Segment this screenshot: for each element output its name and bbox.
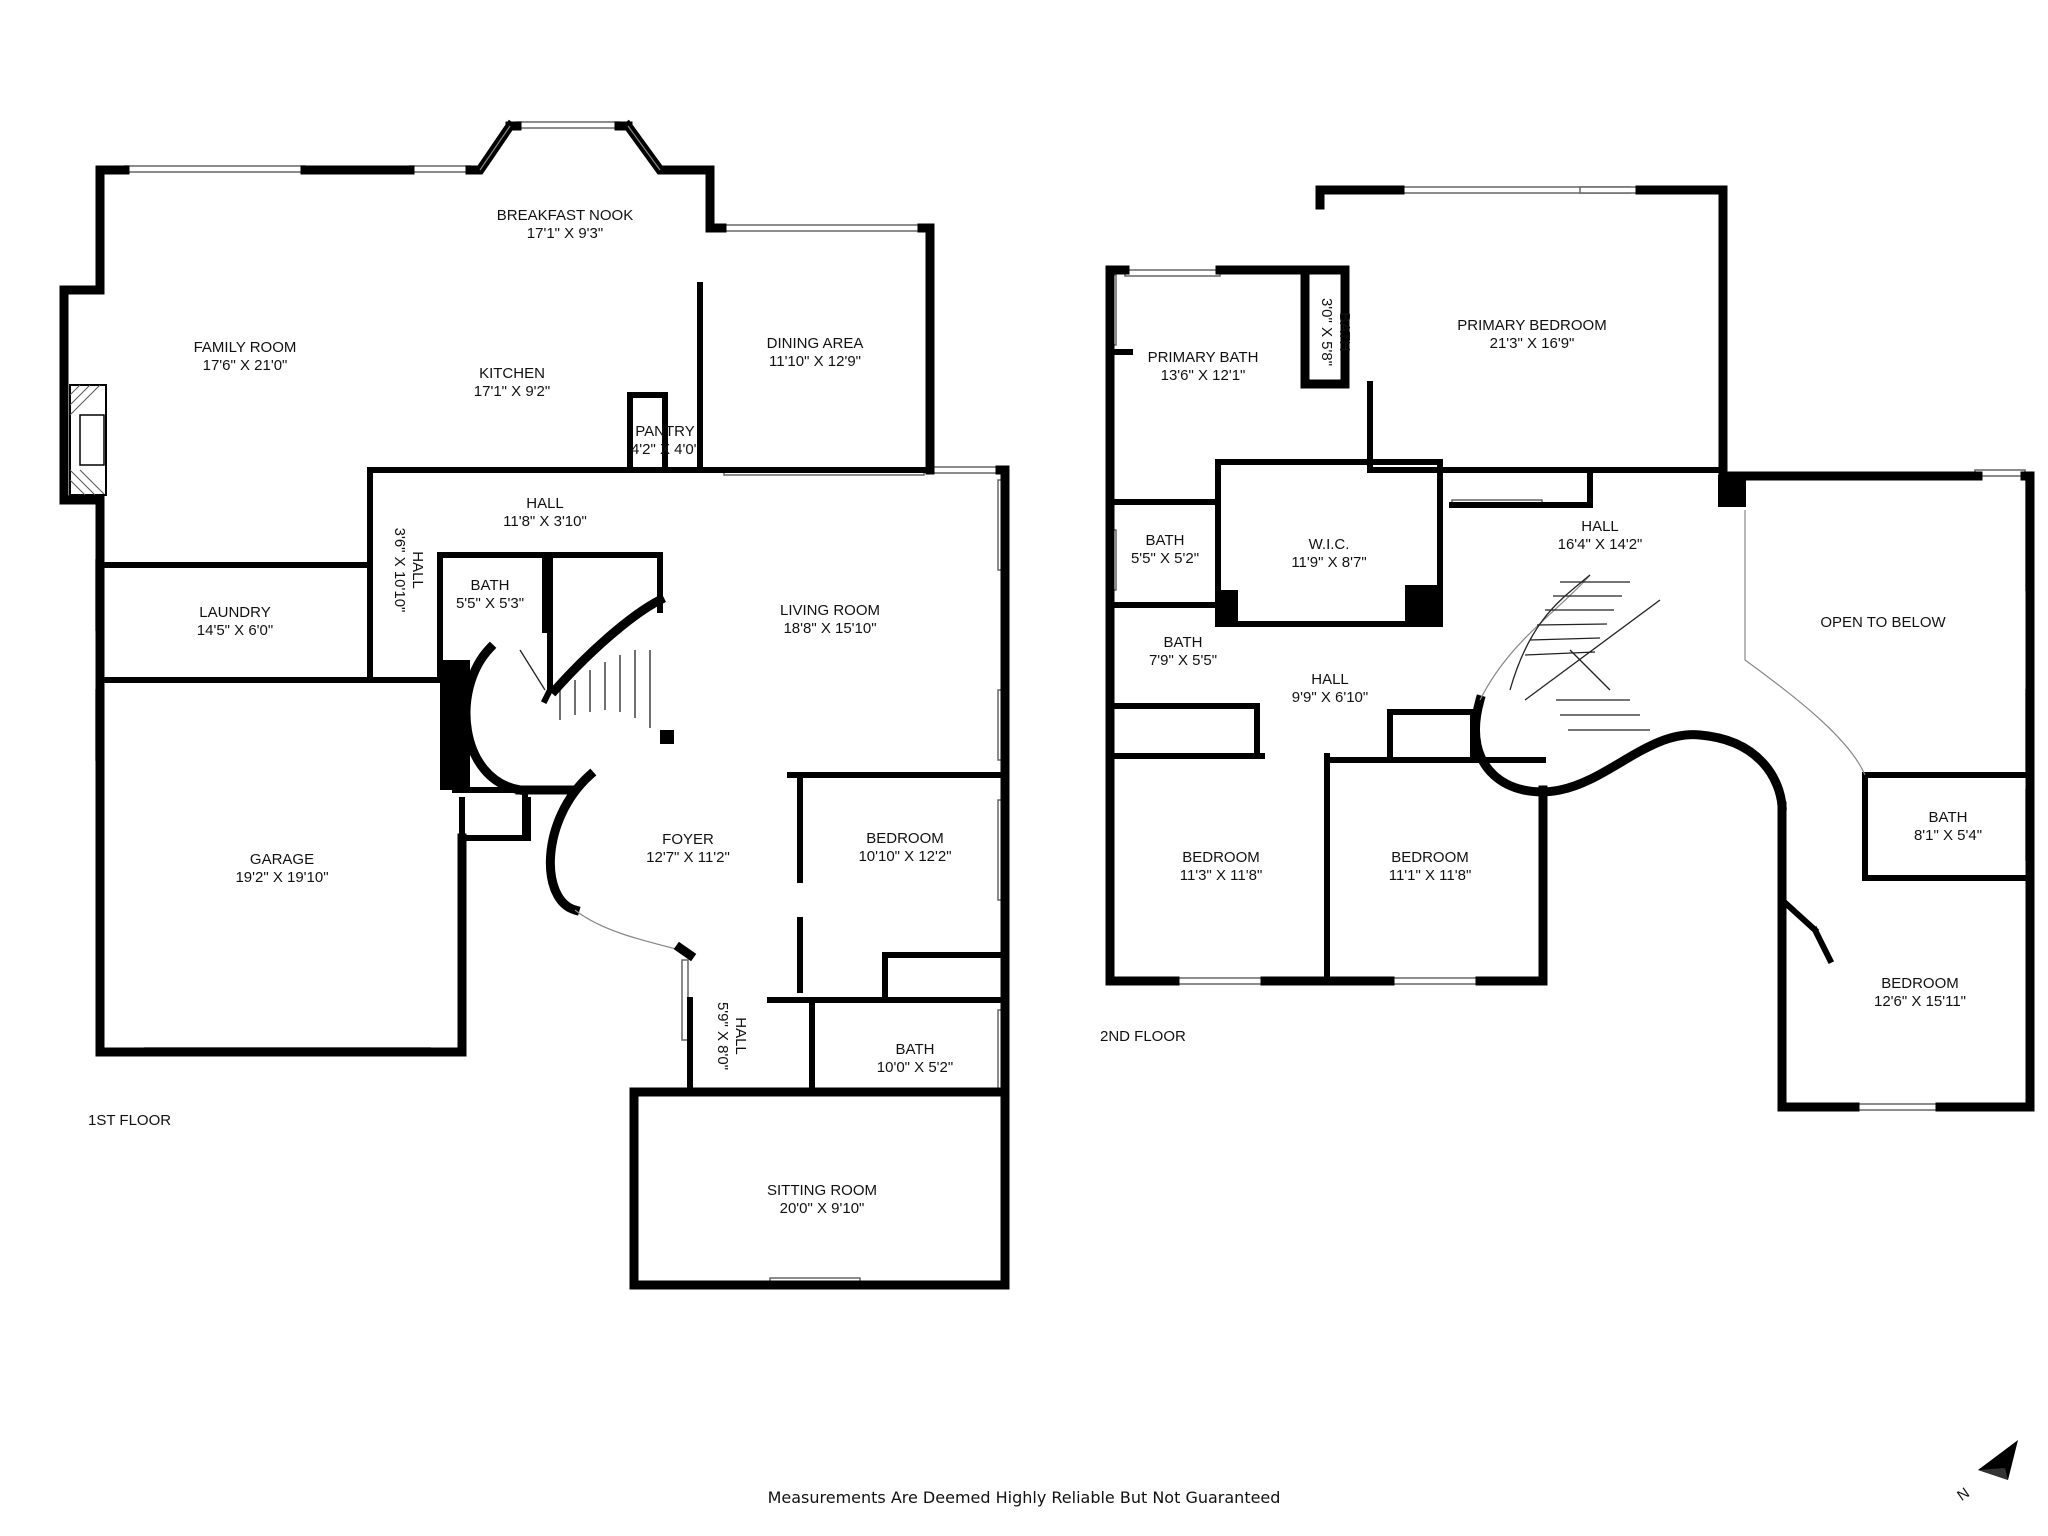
disclaimer: Measurements Are Deemed Highly Reliable … — [768, 1488, 1281, 1507]
room-hall-upper-2-name: HALL — [1581, 518, 1619, 535]
room-laundry-name: LAUNDRY — [199, 604, 270, 621]
room-hall-upper-2-dims: 16'4" X 14'2" — [1558, 536, 1643, 553]
room-hall-lower-dims: 5'9" X 8'0" — [714, 1002, 731, 1070]
room-primary-bath-name: PRIMARY BATH — [1148, 349, 1259, 366]
room-kitchen-name: KITCHEN — [479, 365, 545, 382]
room-bedroom-1-dims: 10'10" X 12'2" — [858, 848, 951, 865]
room-family-room-name: FAMILY ROOM — [194, 339, 297, 356]
room-garage-name: GARAGE — [250, 851, 314, 868]
room-hall-lower-2-dims: 9'9" X 6'10" — [1292, 689, 1368, 706]
room-bath-1-dims: 5'5" X 5'3" — [456, 595, 524, 612]
room-breakfast-nook-name: BREAKFAST NOOK — [497, 207, 633, 224]
room-pantry-dims: 4'2" X 4'0" — [631, 441, 699, 458]
room-hall-upper-name: HALL — [526, 495, 564, 512]
room-bedroom-1-name: BEDROOM — [866, 830, 944, 847]
room-dining-area-dims: 11'10" X 12'9" — [769, 353, 861, 370]
room-sitting-room-name: SITTING ROOM — [767, 1182, 877, 1199]
second-floor: BATH 3'0" X 5'8" PRIMARY BEDROOM 21'3" X… — [1100, 185, 2035, 1112]
room-family-room-dims: 17'6" X 21'0" — [203, 357, 288, 374]
room-foyer-dims: 12'7" X 11'2" — [646, 849, 730, 866]
room-bedroom-4-name: BEDROOM — [1881, 975, 1959, 992]
room-laundry-dims: 14'5" X 6'0" — [197, 622, 273, 639]
room-kitchen-dims: 17'1" X 9'2" — [474, 383, 550, 400]
room-bath-3-dims: 5'5" X 5'2" — [1131, 550, 1199, 567]
room-bath-1-name: BATH — [471, 577, 510, 594]
room-bath-4-dims: 7'9" X 5'5" — [1149, 652, 1217, 669]
room-sitting-room-dims: 20'0" X 9'10" — [780, 1200, 865, 1217]
room-bath-2-dims: 10'0" X 5'2" — [877, 1059, 953, 1076]
room-garage-dims: 19'2" X 19'10" — [235, 869, 328, 886]
room-foyer-name: FOYER — [662, 831, 714, 848]
room-wic-name: W.I.C. — [1309, 536, 1350, 553]
room-bedroom-2-name: BEDROOM — [1182, 849, 1260, 866]
second-floor-label: 2ND FLOOR — [1100, 1028, 1186, 1045]
room-hall-lower-name: HALL — [732, 1017, 749, 1055]
first-floor: BREAKFAST NOOK 17'1" X 9'3" FAMILY ROOM … — [59, 119, 1010, 1290]
room-bedroom-2-dims: 11'3" X 11'8" — [1180, 867, 1263, 884]
room-primary-bath-dims: 13'6" X 12'1" — [1161, 367, 1246, 384]
room-hall-vertical-name: HALL — [409, 551, 426, 589]
room-hall-lower-2-name: HALL — [1311, 671, 1349, 688]
room-living-room-name: LIVING ROOM — [780, 602, 880, 619]
room-bath-5-dims: 8'1" X 5'4" — [1914, 827, 1982, 844]
room-primary-bedroom-dims: 21'3" X 16'9" — [1490, 335, 1575, 352]
room-wic-dims: 11'9" X 8'7" — [1291, 554, 1366, 571]
room-breakfast-nook-dims: 17'1" X 9'3" — [527, 225, 603, 242]
room-bedroom-3-dims: 11'1" X 11'8" — [1389, 867, 1472, 884]
room-bath-closet-name: BATH — [1336, 313, 1353, 352]
room-hall-upper-dims: 11'8" X 3'10" — [503, 513, 587, 530]
room-bath-2-name: BATH — [896, 1041, 935, 1058]
room-living-room-dims: 18'8" X 15'10" — [783, 620, 876, 637]
room-dining-area-name: DINING AREA — [767, 335, 864, 352]
room-bath-5-name: BATH — [1929, 809, 1968, 826]
room-pantry-name: PANTRY — [635, 423, 694, 440]
room-bath-4-name: BATH — [1164, 634, 1203, 651]
room-bath-closet-dims: 3'0" X 5'8" — [1318, 298, 1335, 366]
room-bedroom-4-dims: 12'6" X 15'11" — [1874, 993, 1966, 1010]
room-hall-vertical-dims: 3'6" X 10'10" — [391, 528, 408, 613]
room-bedroom-3-name: BEDROOM — [1391, 849, 1469, 866]
room-bath-3-name: BATH — [1146, 532, 1185, 549]
room-primary-bedroom-name: PRIMARY BEDROOM — [1457, 317, 1606, 334]
first-floor-label: 1ST FLOOR — [88, 1112, 171, 1129]
room-open-to-below-name: OPEN TO BELOW — [1820, 614, 1946, 631]
